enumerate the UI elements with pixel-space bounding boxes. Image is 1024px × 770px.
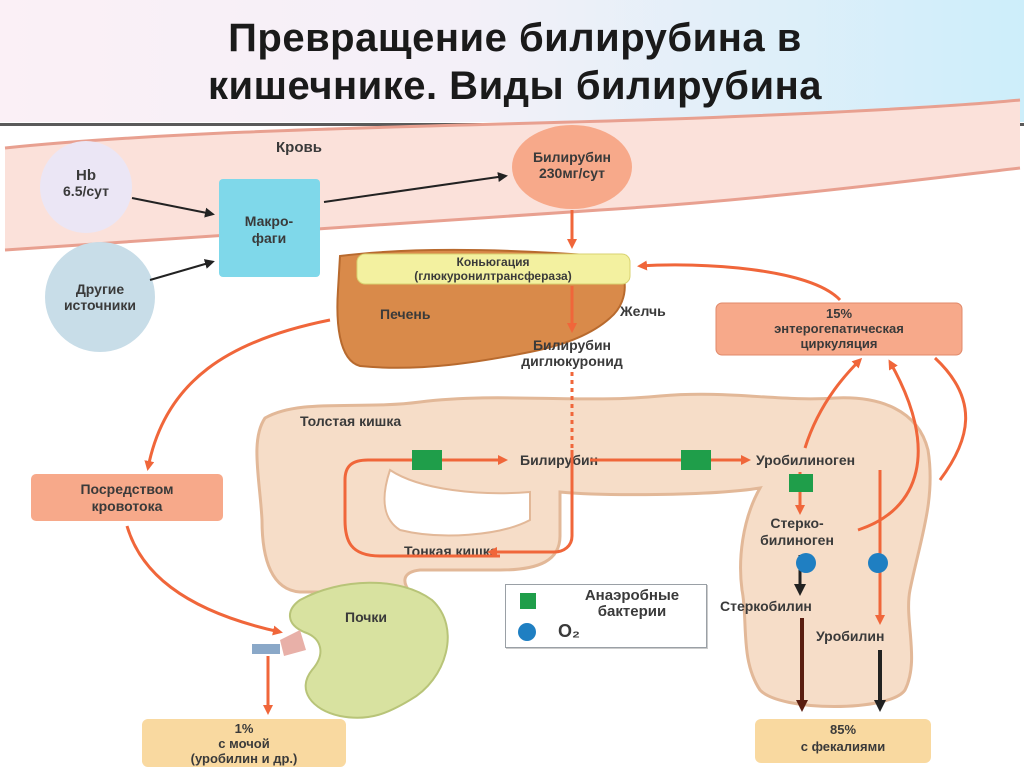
hb-circle [40, 141, 132, 233]
feces-box [755, 719, 931, 763]
kidney-shape [252, 581, 449, 719]
other-sources-circle [45, 242, 155, 352]
urobilinogen-label: Уробилиноген [756, 452, 855, 468]
other-sources-label-1: Другие [76, 281, 125, 297]
title-line-2: кишечнике. Виды билирубина [208, 64, 822, 108]
enterohepatic-label-1: энтерогепатическая [774, 321, 904, 336]
enterohepatic-box [715, 302, 963, 356]
conjugation-label: Коньюгация [457, 255, 530, 269]
hb-label: Hb [76, 167, 96, 184]
stercobilinogen-label-2: билиноген [760, 532, 834, 548]
conjugation-enzyme: (глюкуронилтрансфераза) [414, 269, 571, 283]
stercobilinogen-label-1: Стерко- [770, 515, 824, 531]
urine-label-1: с мочой [218, 736, 269, 751]
hb-rate: 6.5/сут [63, 183, 109, 199]
stercobilin-label: Стеркобилин [720, 598, 812, 614]
arrow-loop-to-bilirubin [343, 455, 508, 558]
urine-percent: 1% [235, 721, 254, 736]
legend-oxygen-label: O₂ [558, 621, 580, 641]
arrow-other-to-macrophages [149, 259, 215, 281]
diglucuronide-label-2: диглюкуронид [521, 353, 623, 369]
bile-label: Желчь [619, 303, 666, 319]
arrow-entero-to-liver [637, 260, 842, 302]
legend: Анаэробные бактерии O₂ [505, 584, 707, 648]
arrow-blood-route-to-kidney [125, 525, 283, 636]
blood-label: Кровь [276, 139, 322, 156]
urine-label-2: (уробилин и др.) [191, 751, 298, 766]
bilirubin-intestine-label: Билирубин [520, 452, 598, 468]
arrow-entero-right-loop [933, 356, 968, 481]
legend-bacteria-swatch [520, 593, 536, 609]
macrophages-label-2: фаги [252, 230, 286, 246]
blood-route-label-2: кровотока [92, 498, 163, 514]
urine-box [142, 719, 346, 767]
diglucuronide-label-1: Билирубин [533, 337, 611, 353]
bacteria-marker-1 [412, 450, 442, 470]
liver-label: Печень [380, 306, 431, 322]
feces-percent: 85% [830, 722, 856, 737]
bacteria-marker-2 [681, 450, 711, 470]
bacteria-marker-3 [789, 474, 813, 492]
arrow-small-intestine [487, 450, 574, 557]
macrophages-label-1: Макро- [245, 213, 294, 229]
arrow-hb-to-macrophages [131, 197, 215, 218]
blood-vessel [4, 98, 1021, 252]
oxygen-marker-1 [796, 553, 816, 573]
oxygen-marker-2 [868, 553, 888, 573]
blood-route-label-1: Посредством [80, 481, 173, 497]
intestine-shape [255, 392, 932, 708]
conjugation-box [356, 253, 631, 285]
feces-label: с фекалиями [801, 739, 885, 754]
title-banner: Превращение билирубина в кишечнике. Виды… [0, 0, 1024, 122]
bilirubin-rate: 230мг/сут [539, 165, 605, 181]
colon-label: Толстая кишка [300, 413, 401, 429]
legend-bacteria-line-1: Анаэробные [584, 587, 680, 604]
legend-oxygen-swatch [518, 623, 536, 641]
legend-bacteria-label: Анаэробные бактерии [558, 588, 706, 620]
arrow-macrophages-to-bilirubin [323, 172, 508, 203]
kidney-label: Почки [345, 609, 387, 625]
enterohepatic-label-2: циркуляция [801, 336, 878, 351]
other-sources-label-2: источники [64, 297, 136, 313]
urobilin-label: Уробилин [816, 628, 885, 644]
blood-route-box [31, 474, 223, 521]
bilirubin-circle [512, 125, 632, 209]
legend-bacteria-line-2: бактерии [597, 603, 667, 620]
arrow-liver-to-blood-route [144, 318, 331, 471]
bilirubin-blood-label: Билирубин [533, 149, 611, 165]
title-line-1: Превращение билирубина в [228, 16, 802, 60]
macrophages-box [219, 179, 320, 277]
arrow-urobilinogen-to-entero [803, 357, 863, 449]
enterohepatic-percent: 15% [826, 306, 852, 321]
slide-title: Превращение билирубина в кишечнике. Виды… [100, 14, 930, 110]
